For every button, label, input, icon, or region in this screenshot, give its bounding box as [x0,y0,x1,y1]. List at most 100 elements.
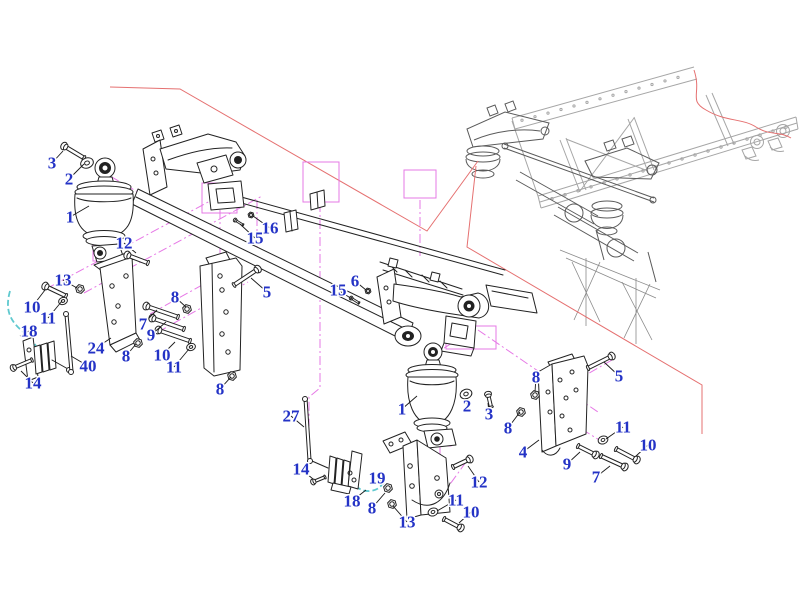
callout-part-27: 27 [281,405,305,428]
bracket-4 [537,353,589,456]
callout-part-11: 11 [436,489,466,512]
callout-number: 1 [398,400,407,419]
callout-part-18: 18 [342,489,367,512]
callout-number: 18 [21,322,38,341]
bolt [9,357,34,372]
nut [247,211,255,219]
callout-part-24: 24 [86,337,112,359]
callout-part-4: 4 [517,439,540,463]
callout-leader [566,451,581,465]
washer [80,157,94,169]
callout-part-1: 1 [396,395,418,420]
callout-leader [487,402,490,415]
parts-artwork [22,124,589,520]
callout-leader [19,330,30,337]
callout-number: 7 [139,315,148,334]
callout-number: 40 [80,357,97,376]
bolt [484,390,494,409]
callout-leader [69,205,90,218]
callout-number: 10 [640,436,657,455]
callout-leader [467,465,480,483]
callout-part-7: 7 [590,465,611,488]
callout-leader [70,355,89,367]
callout-number: 14 [293,460,311,479]
callout-number: 3 [485,405,494,424]
callout-leader [458,511,472,524]
callout-leader [161,341,176,356]
callout-part-2: 2 [461,395,473,417]
leveling-valve-center [311,450,363,495]
callout-leader [351,489,367,502]
bolt [575,443,600,460]
callout-leader [371,492,386,509]
callout-part-3: 3 [46,150,64,174]
callout-leader [125,343,137,357]
callout-leader [31,289,46,308]
callout-leader [392,505,408,523]
callout-number: 11 [615,418,631,437]
bolt [441,516,465,533]
callout-part-19: 19 [367,467,387,489]
callout-part-5: 5 [250,277,273,303]
callout-leader [465,397,468,407]
bracket-13 [382,431,451,520]
callout-part-13: 13 [53,269,78,291]
callout-number: 8 [171,288,180,307]
callout-leader [337,289,353,300]
bracket-left-tall [199,251,243,377]
callout-part-8: 8 [366,492,386,519]
bolt [450,454,474,470]
callout-part-9: 9 [145,321,167,346]
callout-leader [522,439,540,453]
callout-part-6: 6 [349,270,367,292]
trailing-arm-module-right [376,257,538,357]
callout-number: 5 [263,283,272,302]
red-reference-lines [109,69,792,434]
callout-leader [174,296,187,308]
callout-number: 11 [448,491,464,510]
callout-number: 7 [592,468,601,487]
air-hoses [7,290,385,492]
bolt [231,264,262,288]
bolt [599,453,629,472]
callout-leader [219,376,232,390]
callout-number: 8 [122,347,131,366]
callout-part-11: 11 [164,348,190,378]
overview-suspension-cluster [465,100,660,283]
callout-part-10: 10 [152,341,176,366]
callout-part-14: 14 [291,458,314,480]
callout-number: 24 [88,339,106,358]
linkage-rod-27 [302,396,313,464]
callout-part-13: 13 [392,505,417,533]
bolt [142,301,180,321]
nut [75,284,85,294]
callout-leader [173,348,190,368]
bolt [585,351,616,371]
callout-leader [51,150,64,164]
callout-leader [436,499,457,512]
callout-part-11: 11 [605,416,633,440]
callout-leader [68,163,85,180]
callout-leader [252,215,271,229]
callout-part-9: 9 [561,451,581,475]
callout-number: 16 [262,219,279,238]
callout-part-5: 5 [603,361,625,387]
air-spring-left [74,157,134,263]
nut [182,304,192,314]
truck-chassis-overview [465,66,799,344]
nut [364,287,372,295]
callout-leader [47,300,63,319]
bolt [310,474,327,486]
callout-number: 14 [25,374,43,393]
callout-number: 11 [166,358,182,377]
callout-part-12: 12 [467,465,489,493]
callout-leader [250,277,268,293]
washer [597,435,609,445]
washer [427,507,439,517]
callout-number: 12 [471,473,488,492]
callout-part-10: 10 [635,434,658,457]
callout-number: 19 [369,469,386,488]
callout-leader [534,376,537,393]
